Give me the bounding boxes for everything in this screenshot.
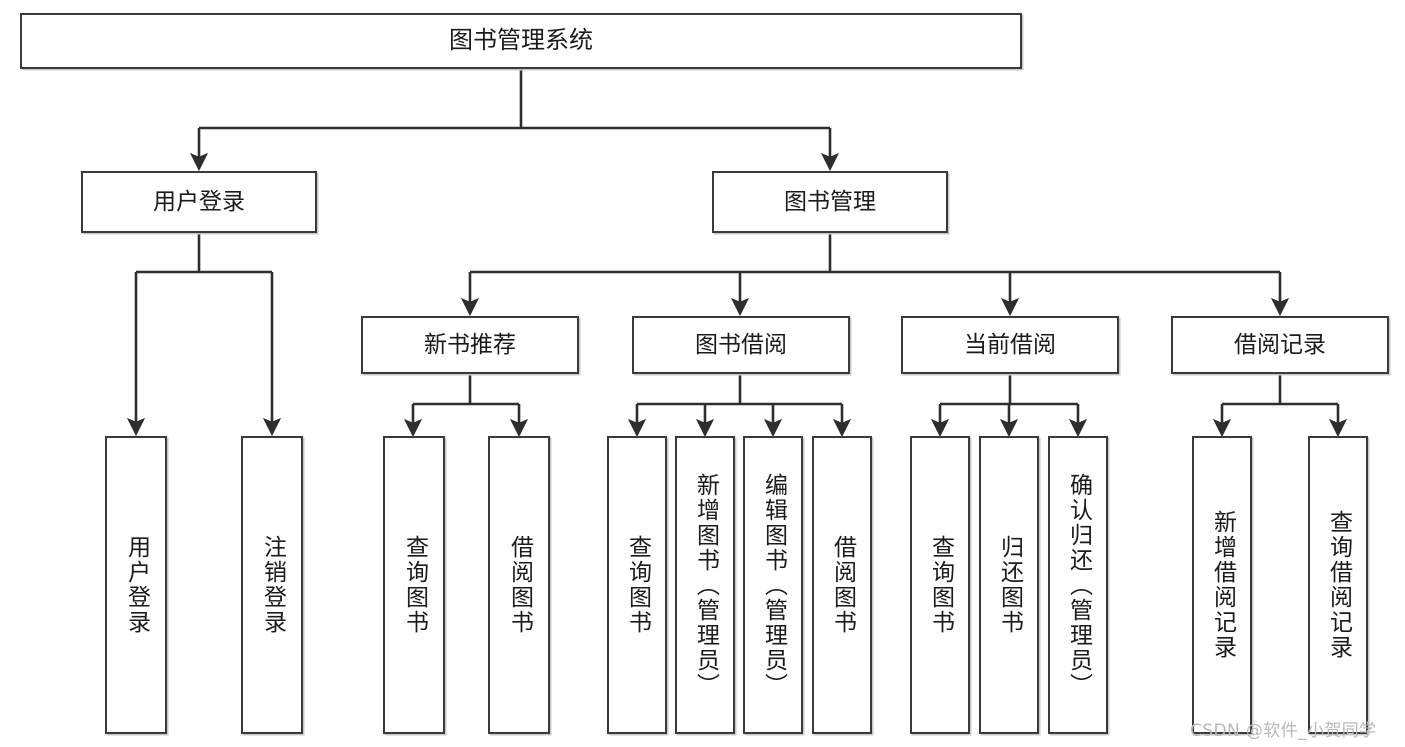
- node-leaf-query-book-c-label: 查询图书: [927, 535, 954, 635]
- node-leaf-add-record[interactable]: 新增借阅记录: [1192, 436, 1252, 734]
- node-leaf-query-book-c[interactable]: 查询图书: [910, 436, 970, 734]
- node-new-book-recommend[interactable]: 新书推荐: [361, 316, 579, 374]
- node-leaf-borrow-book-a[interactable]: 借阅图书: [488, 436, 550, 734]
- node-leaf-query-book-b[interactable]: 查询图书: [607, 436, 667, 734]
- node-leaf-add-book-label: 新增图书（管理员）: [692, 472, 719, 698]
- node-leaf-user-login[interactable]: 用户登录: [105, 436, 167, 734]
- node-new-book-recommend-label: 新书推荐: [424, 331, 516, 358]
- node-leaf-edit-book[interactable]: 编辑图书（管理员）: [743, 436, 803, 734]
- node-leaf-return-book-label: 归还图书: [996, 535, 1023, 635]
- node-leaf-query-book-a[interactable]: 查询图书: [383, 436, 445, 734]
- node-user-login-label: 用户登录: [153, 188, 245, 215]
- node-leaf-borrow-book-b[interactable]: 借阅图书: [812, 436, 872, 734]
- node-leaf-borrow-book-a-label: 借阅图书: [506, 535, 533, 635]
- node-leaf-return-book[interactable]: 归还图书: [979, 436, 1039, 734]
- node-borrow-record-label: 借阅记录: [1234, 331, 1326, 358]
- node-book-borrow-label: 图书借阅: [695, 331, 787, 358]
- node-book-borrow[interactable]: 图书借阅: [632, 316, 850, 374]
- node-leaf-confirm-return[interactable]: 确认归还（管理员）: [1048, 436, 1108, 734]
- node-leaf-confirm-return-label: 确认归还（管理员）: [1065, 472, 1092, 698]
- node-book-manage-label: 图书管理: [784, 188, 876, 215]
- node-borrow-record[interactable]: 借阅记录: [1171, 316, 1389, 374]
- node-leaf-user-login-label: 用户登录: [123, 535, 150, 635]
- node-leaf-add-record-label: 新增借阅记录: [1209, 510, 1236, 660]
- node-leaf-add-book[interactable]: 新增图书（管理员）: [675, 436, 735, 734]
- node-leaf-query-record[interactable]: 查询借阅记录: [1308, 436, 1368, 734]
- node-leaf-edit-book-label: 编辑图书（管理员）: [760, 472, 787, 698]
- node-current-borrow[interactable]: 当前借阅: [901, 316, 1119, 374]
- node-current-borrow-label: 当前借阅: [964, 331, 1056, 358]
- node-book-manage[interactable]: 图书管理: [712, 171, 948, 233]
- node-leaf-query-book-a-label: 查询图书: [401, 535, 428, 635]
- node-root[interactable]: 图书管理系统: [20, 13, 1022, 69]
- node-leaf-borrow-book-b-label: 借阅图书: [829, 535, 856, 635]
- node-leaf-logout[interactable]: 注销登录: [241, 436, 303, 734]
- csdn-watermark: CSDN @软件_小贺同学: [1190, 721, 1377, 741]
- node-leaf-query-book-b-label: 查询图书: [624, 535, 651, 635]
- node-root-label: 图书管理系统: [449, 26, 593, 55]
- node-user-login[interactable]: 用户登录: [81, 171, 317, 233]
- node-leaf-logout-label: 注销登录: [259, 535, 286, 635]
- node-leaf-query-record-label: 查询借阅记录: [1325, 510, 1352, 660]
